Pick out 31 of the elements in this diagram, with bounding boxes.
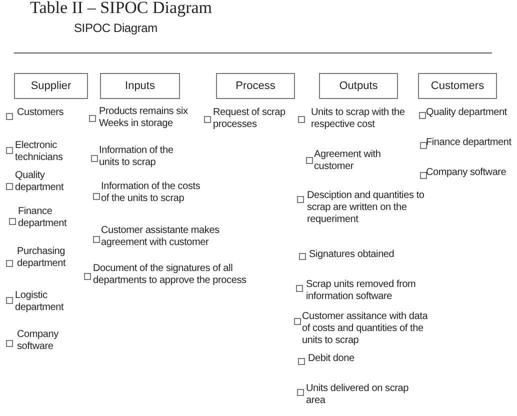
list-item: Units to scrap with the respective cost [311,107,406,131]
list-item: Electronic technicians [15,140,64,164]
table-title: Table II – SIPOC Diagram [30,0,212,18]
column-header: Outputs [319,73,398,99]
list-item: Desciption and quantities to scrap are written on the requeriment [307,190,426,226]
list-item: Signatures obtained [309,249,396,261]
list-item: Agreement with customer [314,149,382,173]
list-item: Information of the costs of the units to scrap [101,181,202,205]
list-item: Company software [17,329,60,353]
column-header: Inputs [100,73,180,99]
list-item: Request of scrap processes [213,107,286,131]
list-item: Finance department [18,206,68,230]
list-item: Quality department [426,107,508,119]
list-item: Logistic department [15,290,65,314]
list-item: Customer assistante makes agreement with customer [101,225,220,249]
list-item: Company software [426,167,508,179]
list-item: Information of the units to scrap [99,145,174,169]
list-item: Purchasing department [17,246,67,270]
list-item: Products remains six Weeks in storage [99,106,189,130]
list-item: Customer assitance with data of costs and quantities of the units to scrap [302,311,429,347]
column-header: Process [216,73,295,99]
list-item: Finance department [426,137,512,149]
column-header: Supplier [14,73,88,99]
list-item: Quality department [15,170,65,194]
column-header: Customers [418,73,497,99]
list-item: Customers [17,107,65,119]
list-item: Units delivered on scrap area [306,383,410,407]
list-item: Debit done [308,353,356,365]
diagram-heading: SIPOC Diagram [74,22,158,34]
list-item: Document of the signatures of all departments to approve the process [93,263,248,287]
list-item: Scrap units removed from information software [306,279,417,303]
